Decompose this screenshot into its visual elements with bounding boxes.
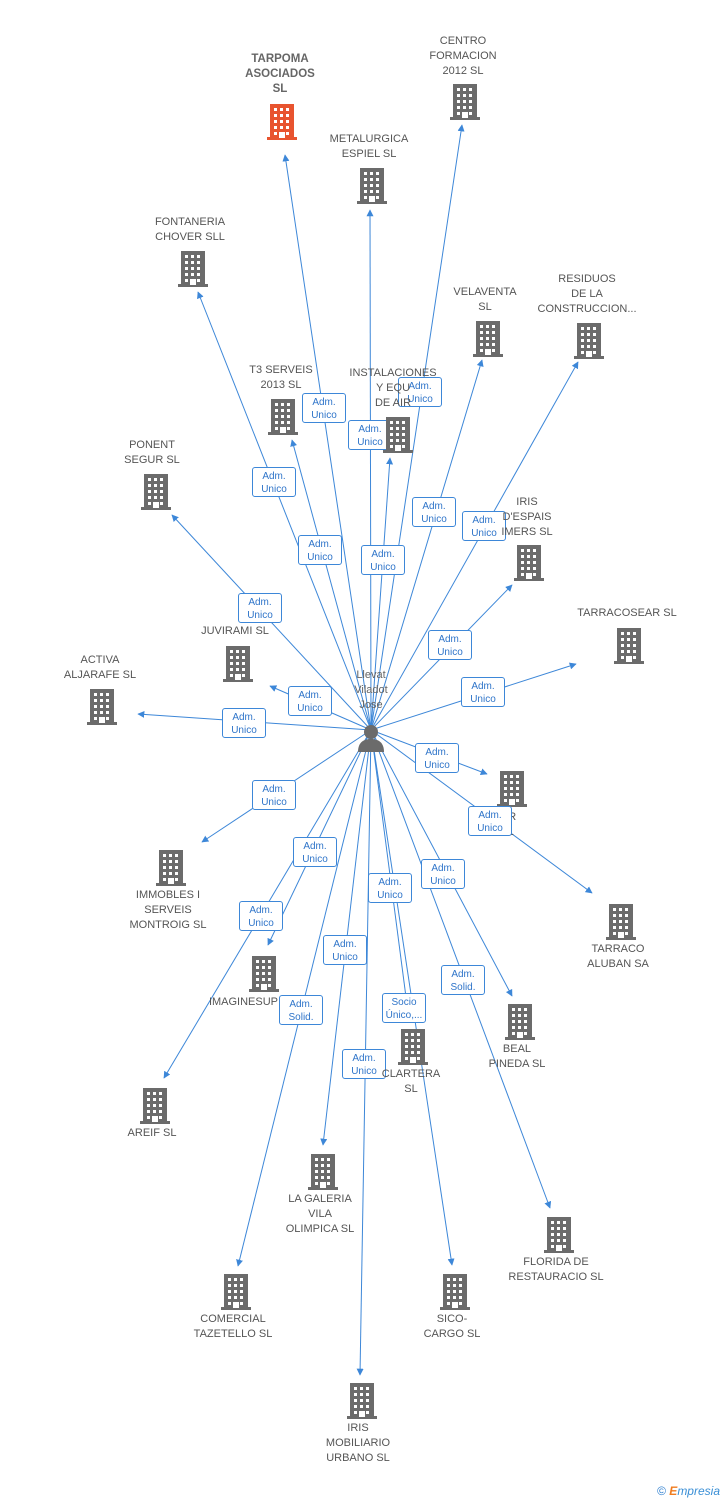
building-icon[interactable] bbox=[573, 323, 605, 359]
role-tag-t3: Adm. Unico bbox=[298, 535, 342, 565]
building-icon[interactable] bbox=[382, 417, 414, 453]
edge-metalurgica bbox=[366, 209, 374, 731]
role-tag-tarpoma: Adm. Unico bbox=[302, 393, 346, 423]
role-tag-iris_mob: Adm. Unico bbox=[342, 1049, 386, 1079]
company-label-juvirami[interactable]: JUVIRAMI SL bbox=[201, 625, 269, 637]
center-person-label: Llevat Viladot Jose bbox=[354, 669, 388, 711]
role-tag-ponent: Adm. Unico bbox=[238, 593, 282, 623]
building-icon[interactable] bbox=[155, 850, 187, 886]
role-tag-iar: Adm. Unico bbox=[415, 743, 459, 773]
role-tag-fontaneria: Adm. Unico bbox=[252, 467, 296, 497]
company-label-t3[interactable]: T3 SERVEIS 2013 SL bbox=[249, 364, 313, 391]
edge-centro bbox=[370, 124, 465, 731]
building-icon[interactable] bbox=[496, 771, 528, 807]
building-icon[interactable] bbox=[504, 1004, 536, 1040]
brand-rest: mpresia bbox=[677, 1484, 720, 1498]
edge-tarpoma bbox=[282, 154, 372, 731]
company-label-comercial[interactable]: COMERCIAL TAZETELLO SL bbox=[193, 1313, 273, 1340]
role-tag-clartera: Socio Único,... bbox=[382, 993, 426, 1023]
brand-initial: E bbox=[669, 1484, 678, 1498]
building-icon[interactable] bbox=[177, 251, 209, 287]
company-label-immobles[interactable]: IMMOBLES I SERVEIS MONTROIG SL bbox=[129, 889, 207, 931]
role-tag-iris_espais: Adm. Unico bbox=[428, 630, 472, 660]
building-icon[interactable] bbox=[140, 474, 172, 510]
building-icon[interactable] bbox=[439, 1274, 471, 1310]
company-label-instalaciones[interactable]: INSTALACIONES Y EQU DE AIR bbox=[349, 367, 437, 409]
building-icon[interactable] bbox=[139, 1088, 171, 1124]
edge-residuos bbox=[370, 361, 579, 731]
company-label-tarracosear[interactable]: TARRACOSEAR SL bbox=[577, 607, 677, 619]
role-tag-juvirami: Adm. Unico bbox=[288, 686, 332, 716]
company-label-galeria[interactable]: LA GALERIA VILA OLIMPICA SL bbox=[285, 1193, 355, 1235]
company-label-fontaneria[interactable]: FONTANERIA CHOVER SLL bbox=[154, 216, 226, 243]
building-icon[interactable] bbox=[356, 168, 388, 204]
role-tag-velaventa: Adm. Unico bbox=[412, 497, 456, 527]
role-tag-tarracosear: Adm. Unico bbox=[461, 677, 505, 707]
edge-t3 bbox=[290, 439, 372, 731]
role-tag-activa: Adm. Unico bbox=[222, 708, 266, 738]
edge-fontaneria bbox=[197, 291, 372, 731]
edge-velaventa bbox=[370, 359, 484, 731]
company-label-metalurgica[interactable]: METALURGICA ESPIEL SL bbox=[329, 133, 409, 160]
building-icon[interactable] bbox=[267, 399, 299, 435]
building-icon[interactable] bbox=[346, 1383, 378, 1419]
company-label-iris_mob[interactable]: IRIS MOBILIARIO URBANO SL bbox=[325, 1422, 391, 1464]
company-label-florida[interactable]: FLORIDA DE RESTAURACIO SL bbox=[508, 1256, 604, 1283]
footer-brand: © Empresia bbox=[657, 1484, 720, 1498]
role-tag-sico: Adm. Solid. bbox=[441, 965, 485, 995]
role-tag-florida: Adm. Unico bbox=[368, 873, 412, 903]
company-label-tarraco_aluban[interactable]: TARRACO ALUBAN SA bbox=[587, 943, 649, 970]
building-icon[interactable] bbox=[472, 321, 504, 357]
role-tag-imaginesup: Adm. Unico bbox=[293, 837, 337, 867]
building-icon[interactable] bbox=[220, 1274, 252, 1310]
company-label-sico[interactable]: SICO- CARGO SL bbox=[423, 1313, 481, 1340]
building-icon[interactable] bbox=[605, 904, 637, 940]
building-icon[interactable] bbox=[543, 1217, 575, 1253]
building-icon[interactable] bbox=[307, 1154, 339, 1190]
role-tag-instalaciones: Adm. Unico bbox=[361, 545, 405, 575]
role-tag-residuos: Adm. Unico bbox=[462, 511, 506, 541]
building-icon[interactable] bbox=[613, 628, 645, 664]
role-tag-galeria: Adm. Unico bbox=[323, 935, 367, 965]
building-icon[interactable] bbox=[513, 545, 545, 581]
edge-instalaciones bbox=[370, 457, 394, 731]
company-label-activa[interactable]: ACTIVA ALJARAFE SL bbox=[63, 654, 137, 681]
company-label-centro[interactable]: CENTRO FORMACION 2012 SL bbox=[429, 35, 497, 77]
role-tag-beal: Adm. Unico bbox=[421, 859, 465, 889]
building-icon[interactable] bbox=[397, 1029, 429, 1065]
company-label-areif[interactable]: AREIF SL bbox=[127, 1127, 177, 1139]
building-icon[interactable] bbox=[86, 689, 118, 725]
building-icon[interactable] bbox=[248, 956, 280, 992]
role-tag-tarraco_aluban: Adm. Unico bbox=[468, 806, 512, 836]
company-label-iris_espais[interactable]: IRIS D'ESPAIS IMERS SL bbox=[501, 496, 553, 538]
company-label-tarpoma[interactable]: TARPOMA ASOCIADOS SL bbox=[245, 53, 315, 95]
company-label-clartera[interactable]: CLARTERA SL bbox=[381, 1068, 441, 1095]
copyright-symbol: © bbox=[657, 1484, 666, 1498]
role-tag-metalurgica: Adm. Unico bbox=[348, 420, 392, 450]
role-tag-comercial: Adm. Solid. bbox=[279, 995, 323, 1025]
company-label-velaventa[interactable]: VELAVENTA SL bbox=[453, 286, 517, 313]
building-icon[interactable] bbox=[449, 84, 481, 120]
role-tag-immobles: Adm. Unico bbox=[252, 780, 296, 810]
person-icon[interactable] bbox=[356, 722, 386, 757]
company-label-ponent[interactable]: PONENT SEGUR SL bbox=[124, 439, 180, 466]
role-tag-areif: Adm. Unico bbox=[239, 901, 283, 931]
company-label-residuos[interactable]: RESIDUOS DE LA CONSTRUCCION... bbox=[537, 273, 637, 315]
building-icon[interactable] bbox=[222, 646, 254, 682]
building-icon[interactable] bbox=[266, 104, 298, 140]
company-label-beal[interactable]: BEAL PINEDA SL bbox=[488, 1043, 546, 1070]
company-label-imaginesup[interactable]: IMAGINESUPI bbox=[208, 996, 282, 1008]
role-tag-centro: Adm. Unico bbox=[398, 377, 442, 407]
